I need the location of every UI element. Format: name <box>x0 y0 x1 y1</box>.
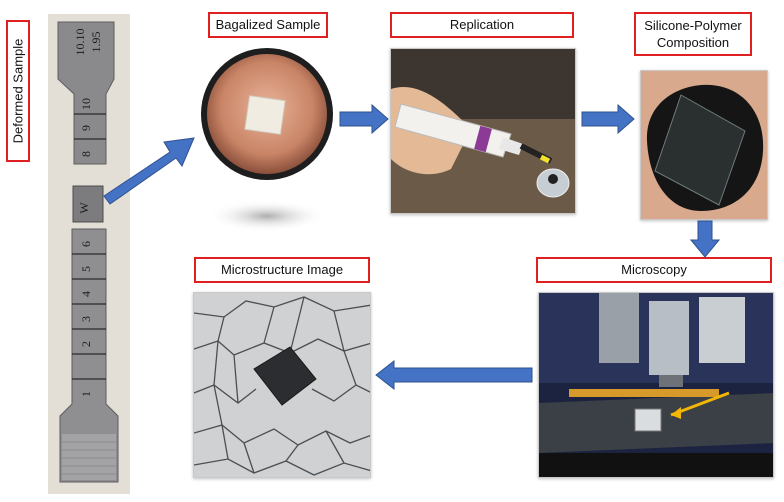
specimen-digit-5: 5 <box>79 266 93 272</box>
specimen-mark-top2: 1.95 <box>89 32 103 53</box>
specimen-digit-2: 2 <box>79 341 93 347</box>
replica-on-stage <box>634 408 662 432</box>
specimen-digit-8: 8 <box>79 151 93 157</box>
bagalized-sample-photo <box>192 46 342 236</box>
specimen-digit-1: 1 <box>79 391 93 397</box>
silicone-polymer-photo <box>640 70 768 220</box>
arrow-sample-to-bagalized <box>103 137 195 205</box>
arrow-bagalized-to-replication <box>339 104 389 134</box>
silicone-polymer-label-line2: Composition <box>656 35 730 50</box>
bagalized-sample-label: Bagalized Sample <box>208 12 328 38</box>
microstructure-image-label-text: Microstructure Image <box>220 262 344 277</box>
deformed-sample-label: Deformed Sample <box>6 20 30 162</box>
deformed-specimen-drawing: 10.10 1.95 10 9 8 W 6 5 4 3 2 1 <box>48 14 130 494</box>
grain-boundaries <box>194 296 370 476</box>
specimen-digit-10: 10 <box>79 98 93 110</box>
arrow-microscopy-to-microstructure <box>375 360 533 390</box>
specimen-digit-9: 9 <box>79 125 93 131</box>
objective-lens-1 <box>599 293 639 363</box>
objective-lens-3 <box>699 297 745 363</box>
arrow-silicone-to-microscopy <box>690 220 720 258</box>
specimen-digit-3: 3 <box>79 316 93 322</box>
arrow-replication-to-silicone <box>581 104 635 134</box>
specimen-digit-6: 6 <box>79 241 93 247</box>
deformed-sample-label-text: Deformed Sample <box>10 38 26 144</box>
silicone-polymer-label-line1: Silicone-Polymer <box>644 18 742 33</box>
objective-lens-2 <box>649 301 689 375</box>
specimen-digit-4: 4 <box>79 291 93 297</box>
replication-photo <box>390 48 576 214</box>
microstructure-photo <box>193 292 371 478</box>
bagalized-sample-label-text: Bagalized Sample <box>215 17 321 32</box>
microstructure-image-label: Microstructure Image <box>194 257 370 283</box>
replication-label: Replication <box>390 12 574 38</box>
indentation-mark <box>253 346 317 406</box>
specimen-mark-top1: 10.10 <box>73 29 87 56</box>
microscopy-label: Microscopy <box>536 257 772 283</box>
silicone-polymer-label: Silicone-Polymer Composition <box>634 12 752 56</box>
dish-shadow <box>207 200 327 232</box>
deformed-sample-photo: 10.10 1.95 10 9 8 W 6 5 4 3 2 1 <box>48 14 130 494</box>
replication-label-text: Replication <box>449 17 515 32</box>
microscopy-label-text: Microscopy <box>621 262 687 277</box>
replica-square <box>654 94 746 206</box>
microscopy-photo <box>538 292 774 478</box>
sample-square <box>244 95 286 135</box>
specimen-cut-mark: W <box>77 202 91 214</box>
